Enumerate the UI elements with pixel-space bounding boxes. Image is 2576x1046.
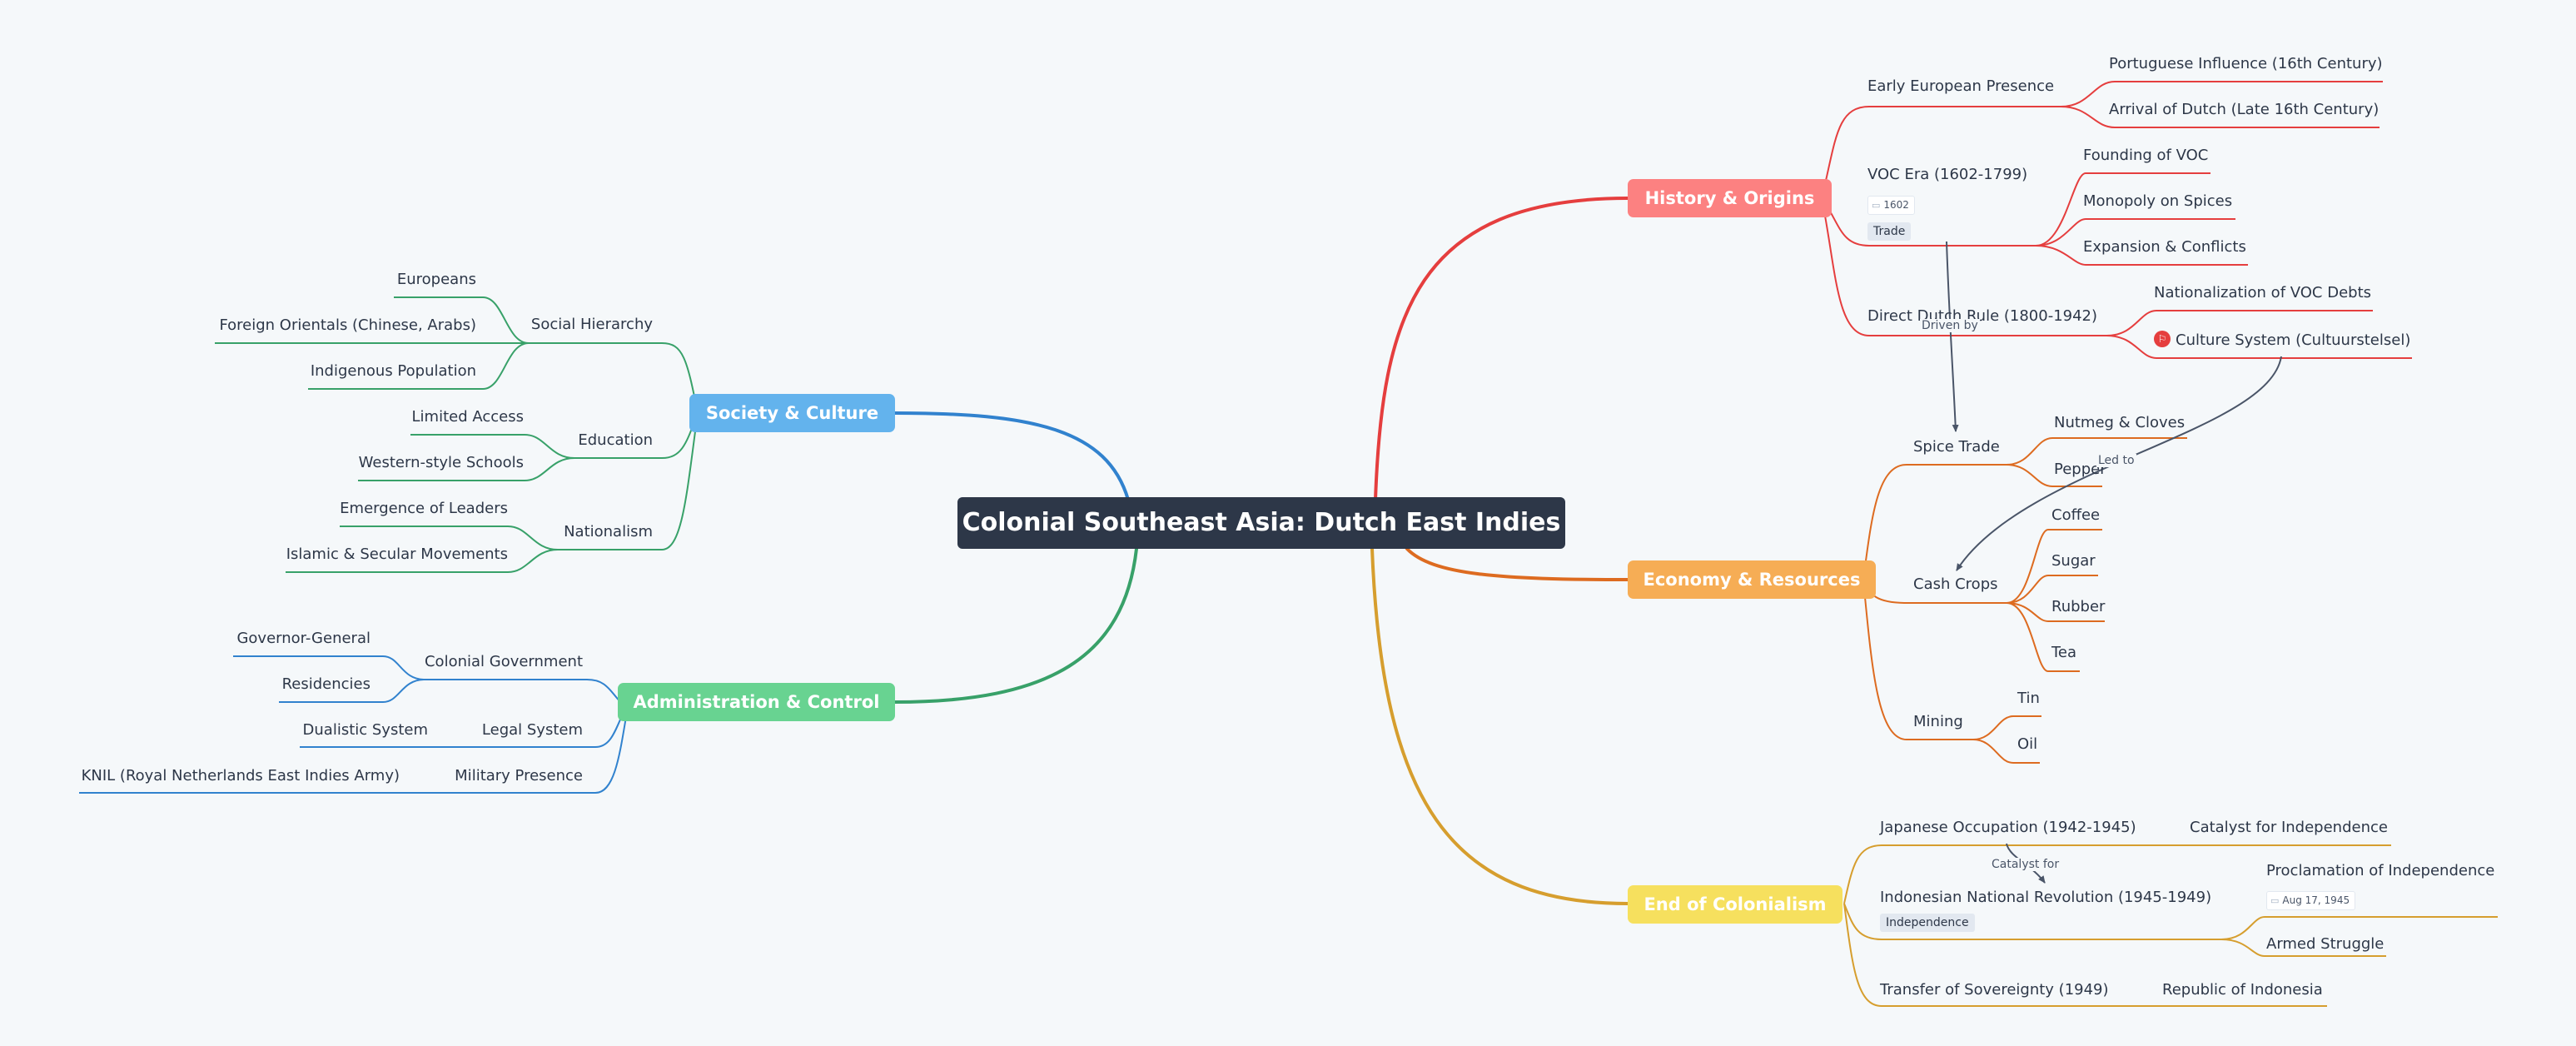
node-legal-system[interactable]: Legal System	[481, 721, 583, 739]
topic-history-origins[interactable]: History & Origins	[1628, 179, 1832, 217]
node-voc-era[interactable]: VOC Era (1602-1799)	[1867, 166, 2028, 183]
relation-label-led-to: Led to	[2096, 454, 2136, 467]
node-nutmeg-cloves[interactable]: Nutmeg & Cloves	[2054, 414, 2186, 431]
node-expansion-conflicts[interactable]: Expansion & Conflicts	[2083, 238, 2246, 256]
node-knil[interactable]: KNIL (Royal Netherlands East Indies Army…	[81, 767, 400, 784]
node-catalyst-for-independence[interactable]: Catalyst for Independence	[2190, 819, 2388, 836]
node-coffee[interactable]: Coffee	[2051, 506, 2101, 524]
relation-label-driven-by: Driven by	[1920, 319, 1980, 332]
topic-economy-resources[interactable]: Economy & Resources	[1628, 560, 1876, 599]
node-transfer-of-sovereignty[interactable]: Transfer of Sovereignty (1949)	[1880, 981, 2109, 999]
tag-trade: Trade	[1867, 222, 1912, 241]
node-tea[interactable]: Tea	[2051, 644, 2077, 661]
date-badge-aug-17-1945: ▭Aug 17, 1945	[2266, 891, 2356, 910]
topic-administration-control[interactable]: Administration & Control	[618, 683, 895, 721]
node-indonesian-national-revolution[interactable]: Indonesian National Revolution (1945-194…	[1880, 889, 2212, 906]
node-founding-of-voc[interactable]: Founding of VOC	[2083, 147, 2209, 164]
branch-history	[1374, 197, 1629, 501]
calendar-icon: ▭	[2270, 895, 2280, 906]
calendar-icon: ▭	[1872, 200, 1881, 211]
node-rubber[interactable]: Rubber	[2051, 598, 2106, 615]
topic-end-of-colonialism[interactable]: End of Colonialism	[1628, 885, 1842, 924]
node-foreign-orientals[interactable]: Foreign Orientals (Chinese, Arabs)	[219, 316, 476, 334]
node-nationalization-of-voc-debts[interactable]: Nationalization of VOC Debts	[2154, 284, 2372, 301]
node-cash-crops[interactable]: Cash Crops	[1913, 575, 1998, 593]
node-pepper[interactable]: Pepper	[2054, 461, 2106, 478]
node-military-presence[interactable]: Military Presence	[455, 767, 583, 784]
node-monopoly-on-spices[interactable]: Monopoly on Spices	[2083, 192, 2233, 210]
node-republic-of-indonesia[interactable]: Republic of Indonesia	[2162, 981, 2323, 999]
node-portuguese-influence[interactable]: Portuguese Influence (16th Century)	[2109, 55, 2383, 72]
node-nationalism[interactable]: Nationalism	[564, 523, 653, 540]
node-dualistic-system[interactable]: Dualistic System	[302, 721, 428, 739]
tag-independence: Independence	[1880, 914, 1975, 932]
branch-society	[893, 411, 1130, 501]
node-oil[interactable]: Oil	[2017, 735, 2038, 753]
node-spice-trade[interactable]: Spice Trade	[1913, 438, 2000, 456]
node-indigenous-population[interactable]: Indigenous Population	[310, 362, 476, 380]
date-badge-1602: ▭1602	[1867, 196, 1915, 215]
node-social-hierarchy[interactable]: Social Hierarchy	[530, 316, 653, 333]
branch-economy	[1405, 547, 1629, 581]
relation-label-catalyst-for: Catalyst for	[1990, 858, 2061, 871]
node-islamic-secular-movements[interactable]: Islamic & Secular Movements	[286, 545, 508, 563]
node-colonial-government[interactable]: Colonial Government	[424, 653, 583, 670]
branch-end	[1370, 547, 1629, 905]
topic-society-culture[interactable]: Society & Culture	[689, 394, 895, 432]
node-arrival-of-dutch[interactable]: Arrival of Dutch (Late 16th Century)	[2109, 101, 2380, 118]
node-mining[interactable]: Mining	[1913, 713, 1963, 730]
node-emergence-of-leaders[interactable]: Emergence of Leaders	[340, 500, 508, 517]
flag-icon: ⚐	[2154, 331, 2171, 347]
node-culture-system[interactable]: ⚐Culture System (Cultuurstelsel)	[2154, 331, 2410, 351]
node-japanese-occupation[interactable]: Japanese Occupation (1942-1945)	[1880, 819, 2136, 836]
node-direct-dutch-rule[interactable]: Direct Dutch Rule (1800-1942)	[1867, 307, 2098, 325]
node-early-european-presence[interactable]: Early European Presence	[1867, 77, 2055, 95]
node-armed-struggle[interactable]: Armed Struggle	[2266, 935, 2385, 953]
node-europeans[interactable]: Europeans	[396, 271, 476, 288]
node-tin[interactable]: Tin	[2017, 690, 2040, 707]
branch-admin	[893, 547, 1138, 704]
node-residencies[interactable]: Residencies	[281, 675, 370, 693]
node-governor-general[interactable]: Governor-General	[236, 630, 370, 647]
node-education[interactable]: Education	[578, 431, 653, 449]
node-limited-access[interactable]: Limited Access	[411, 408, 524, 426]
node-sugar[interactable]: Sugar	[2051, 552, 2096, 570]
node-western-style-schools[interactable]: Western-style Schools	[358, 454, 524, 471]
node-proclamation-of-independence[interactable]: Proclamation of Independence	[2266, 862, 2495, 879]
central-topic[interactable]: Colonial Southeast Asia: Dutch East Indi…	[957, 497, 1565, 549]
